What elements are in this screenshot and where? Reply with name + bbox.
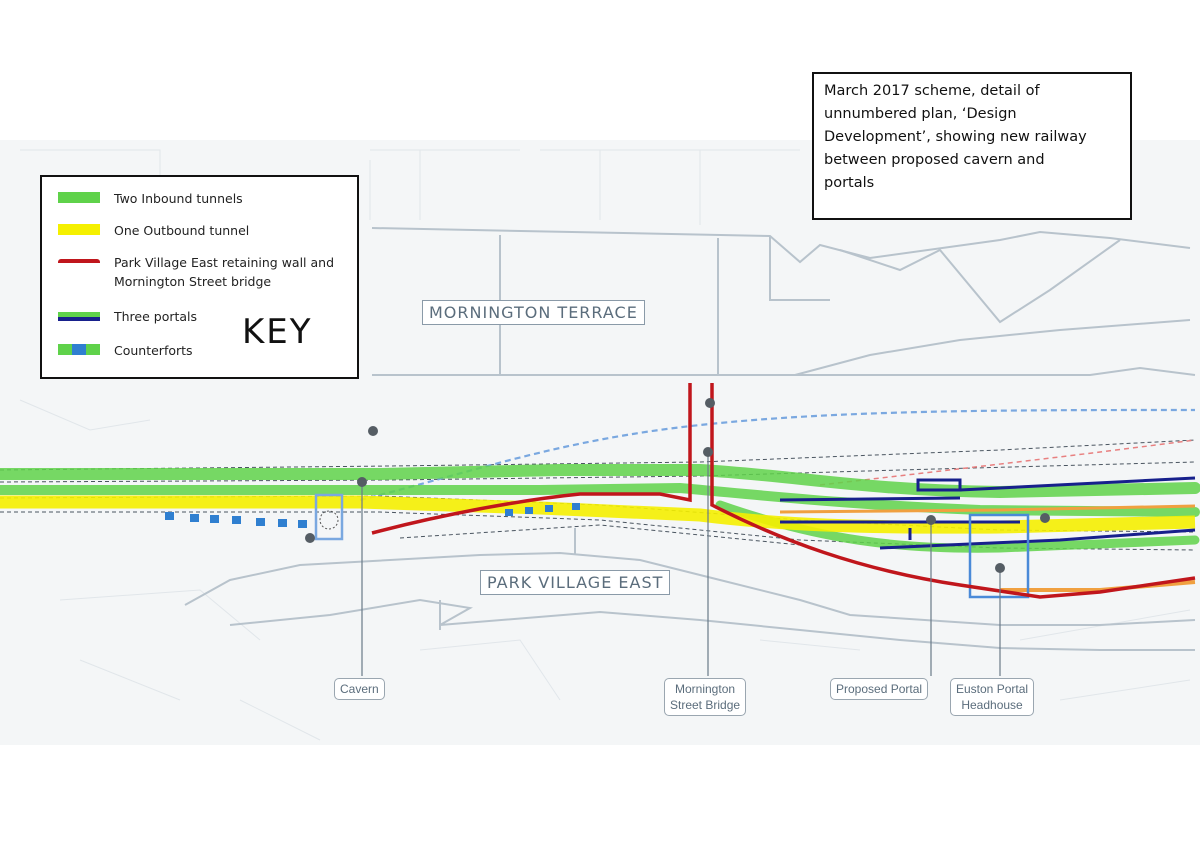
retaining-wall-and-bridge xyxy=(371,383,1196,599)
note-line: between proposed cavern and xyxy=(824,152,1045,168)
callout-euston-portal-headhouse: Euston Portal Headhouse xyxy=(950,678,1035,716)
map-key: Two Inbound tunnels One Outbound tunnel … xyxy=(40,175,359,379)
key-item-counterforts: Counterforts xyxy=(58,341,354,360)
headhouse-outline xyxy=(968,513,1030,599)
inbound-swatch xyxy=(58,192,100,203)
key-label: Counterforts xyxy=(114,343,193,358)
callout-leaders xyxy=(361,452,1001,676)
portals-swatch xyxy=(58,312,100,321)
retaining-wall-swatch xyxy=(58,259,100,269)
street-label-mornington-terrace: MORNINGTON TERRACE xyxy=(422,300,645,325)
blue-dashed-alignment xyxy=(359,408,1196,502)
scheme-description-note: March 2017 scheme, detail of unnumbered … xyxy=(812,72,1132,220)
cavern-outline xyxy=(314,493,344,541)
key-item-inbound: Two Inbound tunnels xyxy=(58,189,354,208)
note-line: Development’, showing new railway xyxy=(824,129,1087,145)
reference-dots xyxy=(305,398,1050,573)
callout-cavern: Cavern xyxy=(334,678,385,700)
counterforts-swatch xyxy=(58,344,100,355)
callout-line: Euston Portal xyxy=(956,682,1029,696)
key-label: Park Village East retaining wall and Mor… xyxy=(114,255,335,289)
callout-proposed-portal: Proposed Portal xyxy=(830,678,929,700)
cavern-shaft xyxy=(319,510,339,530)
note-line: portals xyxy=(824,175,875,191)
key-label: Two Inbound tunnels xyxy=(114,191,243,206)
key-label: Three portals xyxy=(114,309,198,324)
street-label-park-village-east: PARK VILLAGE EAST xyxy=(480,570,671,595)
key-item-portals: Three portals xyxy=(58,307,354,326)
street-outlines xyxy=(184,227,1196,651)
note-line: unnumbered plan, ‘Design xyxy=(824,106,1017,122)
outbound-tunnel xyxy=(0,495,1196,534)
key-item-retaining-wall: Park Village East retaining wall and Mor… xyxy=(58,253,354,291)
orange-alignment-south xyxy=(1000,580,1196,592)
callout-line: Mornington xyxy=(675,682,736,696)
callout-mornington-street-bridge: Mornington Street Bridge xyxy=(664,678,747,716)
key-heading: KEY xyxy=(242,312,313,352)
callout-line: Street Bridge xyxy=(670,698,741,712)
key-label: One Outbound tunnel xyxy=(114,223,250,238)
counterforts xyxy=(165,503,580,528)
outbound-swatch xyxy=(58,224,100,235)
note-line: March 2017 scheme, detail of xyxy=(824,83,1040,99)
orange-alignment xyxy=(779,504,1196,514)
callout-line: Headhouse xyxy=(961,698,1023,712)
key-item-outbound: One Outbound tunnel xyxy=(58,221,354,240)
three-portals xyxy=(779,476,1196,550)
